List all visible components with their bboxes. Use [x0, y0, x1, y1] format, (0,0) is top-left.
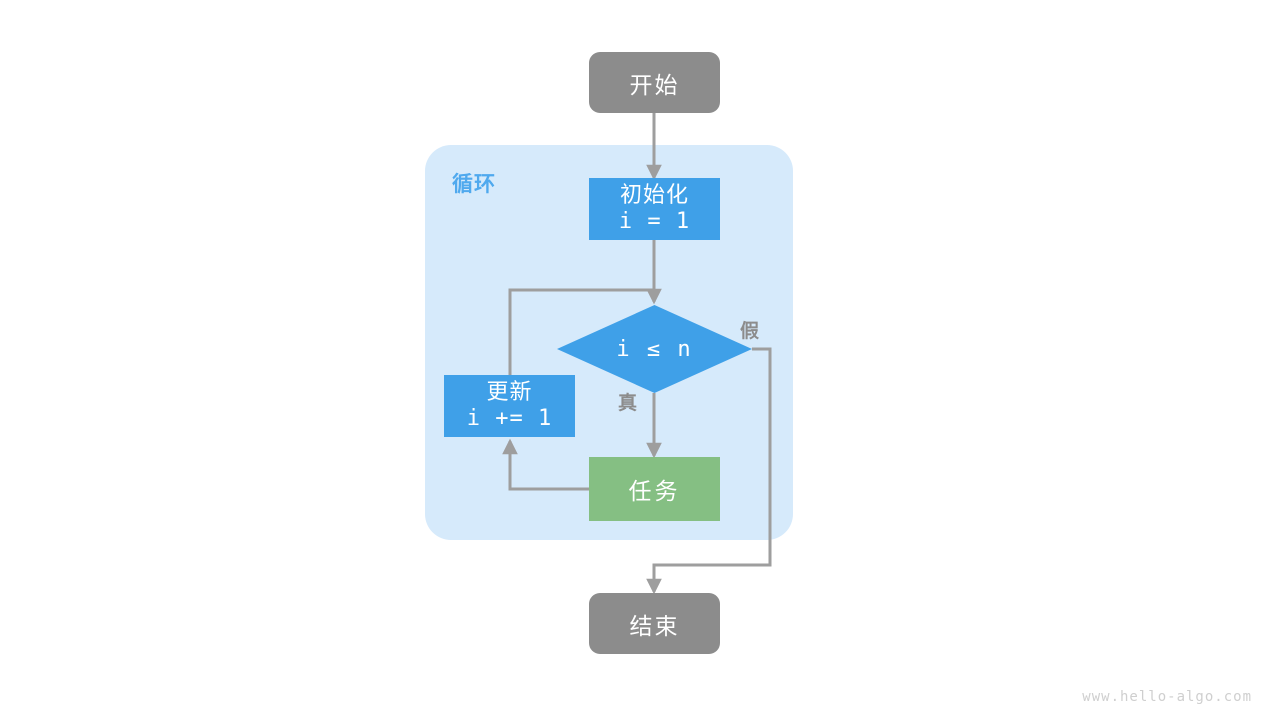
edge-condition-false-to-end: [646, 347, 772, 595]
edge-task-to-update: [502, 438, 589, 491]
node-update-code: i += 1: [466, 406, 553, 431]
node-end[interactable]: 结束: [589, 593, 720, 654]
node-update[interactable]: 更新 i += 1: [444, 375, 575, 437]
node-init-label: 初始化: [619, 182, 689, 207]
node-task-label: 任务: [628, 478, 681, 504]
watermark: www.hello-algo.com: [1082, 689, 1252, 705]
node-end-label: 结束: [629, 612, 680, 639]
node-task[interactable]: 任务: [589, 457, 720, 521]
node-condition[interactable]: i ≤ n: [557, 305, 752, 393]
node-init[interactable]: 初始化 i = 1: [589, 178, 720, 240]
node-init-code: i = 1: [618, 209, 691, 234]
node-start[interactable]: 开始: [589, 52, 720, 113]
edge-label-false: 假: [740, 321, 761, 342]
node-condition-label: i ≤ n: [616, 336, 693, 362]
edge-update-to-condition: [508, 288, 654, 375]
loop-region-label: 循环: [452, 173, 496, 196]
node-update-label: 更新: [486, 379, 533, 404]
edge-label-true: 真: [618, 393, 639, 414]
node-start-label: 开始: [629, 71, 680, 98]
